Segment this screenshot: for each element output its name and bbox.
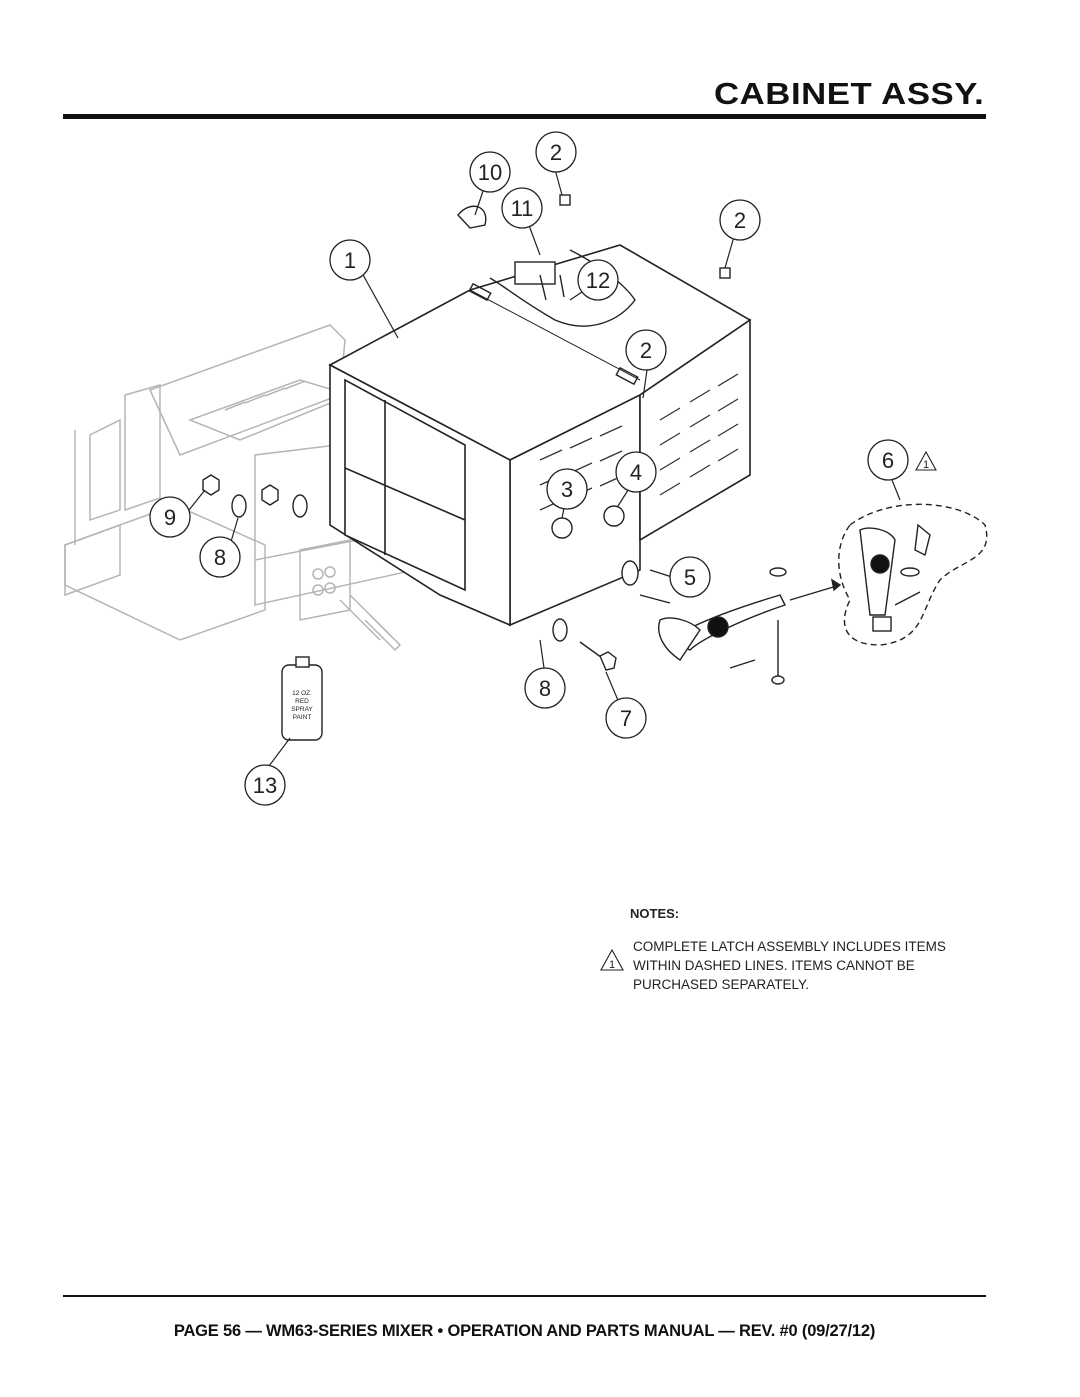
svg-text:8: 8 (214, 545, 226, 570)
can-label-line4: PAINT (293, 714, 312, 721)
part-callouts: 1 2 2 2 3 4 5 6 1 7 8 8 9 10 11 12 13 (149, 131, 937, 806)
callout-10: 10 (469, 151, 511, 193)
footer-rule (63, 1295, 986, 1297)
svg-text:13: 13 (253, 773, 277, 798)
callout-7: 7 (605, 697, 647, 739)
cabinet-body (328, 244, 752, 627)
callout-12: 12 (577, 259, 619, 301)
notes-title: NOTES: (630, 906, 680, 921)
svg-text:9: 9 (164, 505, 176, 530)
callout-8-right: 8 (524, 667, 566, 709)
notes-section: NOTES: 1 COMPLETE LATCH ASSEMBLY INCLUDE… (600, 906, 980, 994)
svg-text:5: 5 (684, 565, 696, 590)
svg-text:1: 1 (923, 459, 929, 471)
mixer-frame-ghost (64, 324, 461, 652)
callout-5: 5 (669, 556, 711, 598)
callout-1: 1 (329, 239, 371, 281)
note-item: 1 COMPLETE LATCH ASSEMBLY INCLUDES ITEMS… (600, 937, 980, 994)
note-text: COMPLETE LATCH ASSEMBLY INCLUDES ITEMS W… (633, 939, 946, 992)
header-rule (63, 114, 986, 119)
note-marker-triangle: 1 (600, 949, 624, 971)
svg-text:2: 2 (550, 140, 562, 165)
svg-text:2: 2 (640, 338, 652, 363)
svg-text:1: 1 (344, 248, 356, 273)
svg-text:1: 1 (609, 959, 615, 971)
svg-text:11: 11 (511, 196, 534, 221)
callout-11: 11 (501, 187, 543, 229)
callout-2-right: 2 (719, 199, 761, 241)
callout-3: 3 (546, 468, 588, 510)
callout-13: 13 (244, 764, 286, 806)
can-label-line3: SPRAY (291, 706, 313, 713)
callout-6: 6 1 (867, 439, 937, 481)
svg-text:2: 2 (734, 208, 746, 233)
callout-8-left: 8 (199, 536, 241, 578)
svg-text:6: 6 (882, 448, 894, 473)
svg-text:12: 12 (586, 268, 610, 293)
latch-assembly-detail (838, 503, 988, 646)
svg-text:7: 7 (620, 706, 632, 731)
hardware-parts (202, 194, 731, 671)
can-label-line2: RED (295, 698, 309, 705)
callout-2-top: 2 (535, 131, 577, 173)
svg-text:10: 10 (478, 160, 502, 185)
callout-2-mid: 2 (625, 329, 667, 371)
page-footer: PAGE 56 — WM63-SERIES MIXER • OPERATION … (173, 1322, 876, 1340)
latch-handle (658, 567, 842, 685)
svg-text:4: 4 (630, 460, 642, 485)
svg-text:8: 8 (539, 676, 551, 701)
can-label-line1: 12 OZ. (292, 690, 312, 697)
page-title: CABINET ASSY. (713, 76, 984, 111)
svg-text:3: 3 (561, 477, 573, 502)
callout-4: 4 (615, 451, 657, 493)
callout-9: 9 (149, 496, 191, 538)
spray-paint-can: 12 OZ. RED SPRAY PAINT (281, 656, 323, 741)
